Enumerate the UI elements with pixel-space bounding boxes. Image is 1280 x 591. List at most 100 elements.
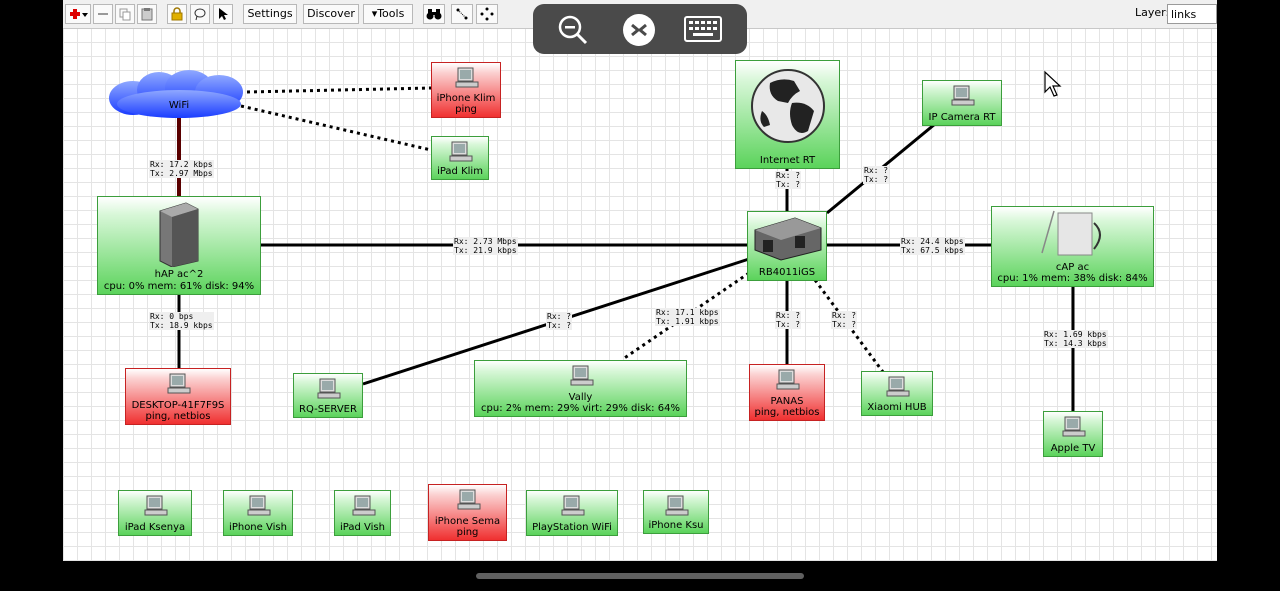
node-ipad-klim[interactable]: iPad Klim <box>431 136 489 180</box>
lasso-button[interactable] <box>190 4 210 24</box>
find-button[interactable] <box>423 4 445 24</box>
traffic-label: Rx: 0 bps Tx: 18.9 kbps <box>149 312 214 330</box>
screen: Rx: 17.2 kbps Tx: 2.97 Mbps Rx: ? Tx: ? … <box>63 0 1217 561</box>
node-vally[interactable]: Vally cpu: 2% mem: 29% virt: 29% disk: 6… <box>474 360 687 417</box>
copy-button[interactable] <box>115 4 135 24</box>
keyboard-icon[interactable] <box>684 16 722 42</box>
computer-icon <box>886 376 910 397</box>
home-indicator[interactable] <box>476 573 804 579</box>
node-text: iPhone Sema <box>434 516 501 527</box>
paste-button[interactable] <box>137 4 157 24</box>
pointer-button[interactable] <box>213 4 233 24</box>
computer-icon <box>317 378 341 399</box>
tools-menu-button[interactable]: ▾Tools <box>363 4 413 24</box>
layer-input[interactable] <box>1167 4 1217 24</box>
node-ipad-vish[interactable]: iPad Vish <box>334 490 391 536</box>
node-text: iPad Klim <box>437 166 483 177</box>
node-rq-server[interactable]: RQ-SERVER <box>293 373 363 418</box>
node-ip-camera[interactable]: IP Camera RT <box>922 80 1002 126</box>
node-text: cAP ac <box>1055 262 1090 273</box>
node-rb4011igs[interactable]: RB4011iGS <box>747 211 827 281</box>
node-text: IP Camera RT <box>928 112 996 123</box>
node-text: hAP ac^2 <box>154 269 204 280</box>
add-button[interactable] <box>65 4 91 24</box>
layout-icon <box>456 8 468 20</box>
wifi-label: WiFi <box>168 100 190 111</box>
lock-button[interactable] <box>167 4 187 24</box>
node-cap-ac[interactable]: cAP ac cpu: 1% mem: 38% disk: 84% <box>991 206 1154 287</box>
access-point-icon <box>1040 210 1101 256</box>
node-text: RQ-SERVER <box>299 404 357 415</box>
node-status: ping <box>456 527 479 538</box>
globe-icon <box>750 69 825 143</box>
computer-icon <box>776 369 800 390</box>
remote-desktop-icon[interactable] <box>622 13 656 47</box>
node-text: iPhone Vish <box>229 522 287 533</box>
node-iphone-ksu[interactable]: iPhone Ksu <box>643 490 709 534</box>
node-playstation-wifi[interactable]: PlayStation WiFi <box>526 490 618 536</box>
computer-icon <box>561 495 585 516</box>
remote-desktop-toolbar <box>533 4 747 54</box>
network-map-canvas[interactable]: Rx: 17.2 kbps Tx: 2.97 Mbps Rx: ? Tx: ? … <box>63 28 1217 561</box>
computer-icon <box>455 67 479 88</box>
mouse-cursor-icon <box>1044 70 1062 97</box>
discover-button[interactable]: Discover <box>303 4 359 24</box>
wifi-cloud-node[interactable]: WiFi <box>109 68 249 120</box>
node-text: PANAS <box>770 396 804 407</box>
node-text: iPhone Klim <box>436 93 496 104</box>
copy-icon <box>119 8 131 21</box>
remove-button[interactable] <box>93 4 113 24</box>
node-text: Vally <box>568 392 593 403</box>
node-text: Apple TV <box>1050 443 1096 454</box>
node-text: Internet RT <box>759 155 816 166</box>
node-panas[interactable]: PANAS ping, netbios <box>749 364 825 421</box>
binoculars-icon <box>426 9 442 20</box>
layer-label: Layer: <box>1135 6 1170 19</box>
traffic-label: Rx: 17.2 kbps Tx: 2.97 Mbps <box>149 160 214 178</box>
settings-button[interactable]: Settings <box>243 4 297 24</box>
computer-icon <box>1062 416 1086 437</box>
lasso-icon <box>194 8 206 21</box>
node-text: iPhone Ksu <box>648 520 704 531</box>
link-wifi-ipad-klim[interactable] <box>240 104 432 152</box>
computer-icon <box>144 495 168 516</box>
node-text: PlayStation WiFi <box>532 522 612 533</box>
node-iphone-sema[interactable]: iPhone Sema ping <box>428 484 507 541</box>
node-text: iPad Ksenya <box>124 522 186 533</box>
minus-icon <box>98 13 108 15</box>
traffic-label: Rx: ? Tx: ? <box>775 311 802 329</box>
computer-icon <box>352 495 375 516</box>
node-text: iPad Vish <box>340 522 385 533</box>
computer-icon <box>951 85 975 106</box>
node-hap-ac2[interactable]: hAP ac^2 cpu: 0% mem: 61% disk: 94% <box>97 196 261 295</box>
link-wifi-iphone-klim[interactable] <box>246 86 432 94</box>
computer-icon <box>570 365 593 386</box>
computer-icon <box>665 495 689 516</box>
node-apple-tv[interactable]: Apple TV <box>1043 411 1103 457</box>
computer-icon <box>457 489 480 510</box>
computer-icon <box>247 495 271 516</box>
layout-button[interactable] <box>451 4 473 24</box>
auto-layout-button[interactable] <box>476 4 498 24</box>
plus-icon <box>70 9 88 19</box>
node-desktop[interactable]: DESKTOP-41F7F9S ping, netbios <box>125 368 231 425</box>
node-iphone-vish[interactable]: iPhone Vish <box>223 490 293 536</box>
link-rb-vally[interactable] <box>622 271 750 361</box>
node-text: DESKTOP-41F7F9S <box>131 400 225 411</box>
router-icon <box>159 202 199 267</box>
node-status: ping, netbios <box>145 411 211 422</box>
traffic-label: Rx: 24.4 kbps Tx: 67.5 kbps <box>900 237 965 255</box>
zoom-out-icon[interactable] <box>557 14 589 46</box>
node-text: Xiaomi HUB <box>867 402 927 413</box>
node-status: ping, netbios <box>754 407 820 418</box>
auto-layout-icon <box>480 7 494 21</box>
node-ipad-ksenya[interactable]: iPad Ksenya <box>118 490 192 536</box>
cloud-icon <box>109 70 243 118</box>
node-internet-rt[interactable]: Internet RT <box>735 60 840 169</box>
node-xiaomi-hub[interactable]: Xiaomi HUB <box>861 371 933 416</box>
router-icon <box>754 217 822 261</box>
traffic-label: Rx: ? Tx: ? <box>863 166 890 184</box>
node-iphone-klim[interactable]: iPhone Klim ping <box>431 62 501 118</box>
traffic-label: Rx: ? Tx: ? <box>775 171 802 189</box>
node-status: ping <box>455 104 477 115</box>
